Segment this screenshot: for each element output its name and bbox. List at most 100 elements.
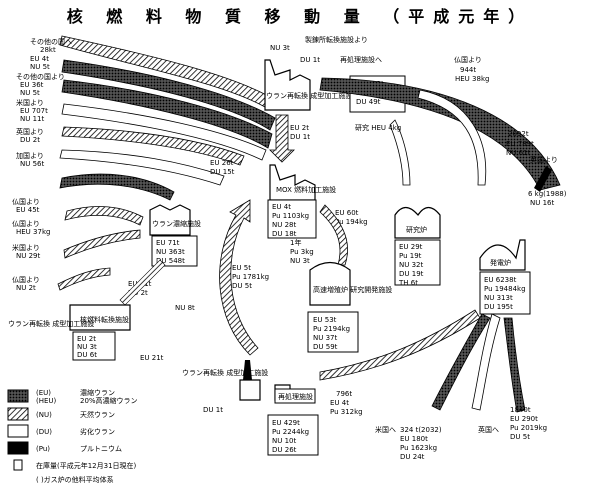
storage-facility: 1年 Pu 3kg NU 3t 高速増殖炉 研究開発施設 EU 53t Pu 2… (290, 204, 392, 353)
box-value: Pu 2194kg (313, 325, 350, 333)
value: Pu 194kg (335, 218, 368, 226)
value: EU 26t (210, 159, 234, 167)
mox-label: MOX 燃料加工施設 (276, 185, 336, 194)
left-import-arrows (57, 35, 276, 291)
box-value: Pu 19484kg (484, 285, 526, 293)
value: 研究 HEU 4kg (355, 123, 401, 132)
value: 1840t (510, 406, 531, 414)
value: 796t (336, 390, 352, 398)
src-label: 仏国より (12, 276, 40, 284)
value: 2092t (508, 130, 529, 138)
src-label: 英国より (16, 127, 44, 136)
label: 英国より (530, 155, 558, 164)
box-value: NU 37t (313, 334, 337, 342)
src-value: EU 36t (20, 81, 44, 89)
value: EU 789t (506, 140, 534, 148)
label: 発電炉 (490, 258, 511, 267)
value: NU 2t (128, 289, 148, 297)
box-value: NU 28t (272, 221, 296, 229)
box-value: EU 429t (272, 419, 300, 427)
value: NU 61t (506, 149, 530, 157)
value: EU 60t (335, 209, 359, 217)
mox-plant: MOX 燃料加工施設 EU 4t Pu 1103kg NU 28t DU 18t… (210, 114, 401, 239)
top-center-plant: NU 3t DU 1t 製錬所転換施設より 再処理施設へ ウラン再転換 成型加工… (264, 35, 382, 111)
label: 核燃料転換施設 (80, 315, 129, 324)
legend-code: (HEU) (36, 397, 57, 405)
value: DU 15t (210, 168, 235, 176)
legend-code: (NU) (36, 411, 52, 419)
value: Pu 312kg (330, 408, 363, 416)
du-label: DU 1t (300, 56, 320, 64)
value: DU 24t (400, 453, 425, 461)
value: EU 2t (290, 124, 309, 132)
box-value: DU 6t (77, 351, 97, 359)
label: 米国へ (375, 425, 396, 434)
box-value: DU 49t (356, 98, 381, 106)
value: EU 5t (232, 264, 251, 272)
src-label: 米国より (16, 98, 44, 107)
box-value: EU 2t (77, 335, 96, 343)
value: EU 290t (510, 415, 538, 423)
legend: (EU) (HEU) 濃縮ウラン 20%高濃縮ウラン (NU) 天然ウラン (D… (7, 388, 138, 484)
box-value: EU 53t (313, 316, 337, 324)
research-reactor: 研究炉 EU 29t Pu 19t NU 32t DU 19t TH 6t (394, 206, 441, 287)
diagram-title: 核 燃 料 物 質 移 動 量 （平成元年） (67, 7, 534, 26)
box-value: DU 59t (313, 343, 338, 351)
src-value: NU 11t (20, 115, 44, 123)
legend-swatch-nu (7, 407, 29, 421)
legend-desc: 20%高濃縮ウラン (80, 396, 138, 405)
label: 再処理施設 (278, 392, 313, 401)
box-value: DU 548t (156, 257, 185, 265)
label: 仏国より (454, 56, 482, 64)
export-arrows (319, 309, 526, 413)
box-value: EU 4t (272, 203, 291, 211)
legend-code: (DU) (36, 428, 52, 436)
value: NU 3t (290, 257, 310, 265)
reprocessing-plant: EU 21t ウラン再転換 成型加工施設 DU 1t 再処理施設 EU 429t… (140, 354, 547, 461)
box-value: Pu 1103kg (272, 212, 309, 220)
to-label: 再処理施設へ (340, 55, 382, 64)
legend-desc: 天然ウラン (80, 410, 115, 419)
box-value: TH 6t (398, 279, 418, 287)
legend-note: 在庫量(平成元年12月31日現在) (36, 461, 137, 470)
value: Pu 3kg (290, 248, 314, 256)
legend-desc: 濃縮ウラン (80, 388, 115, 397)
from-label: 製錬所転換施設より (305, 35, 368, 44)
box-value: NU 313t (484, 294, 513, 302)
power-reactor: 発電炉 EU 6238t Pu 19484kg NU 313t DU 195t (479, 239, 531, 315)
src-value: HEU 37kg (16, 228, 50, 236)
label: 高速増殖炉 研究開発施設 (313, 285, 392, 294)
value: 6 kg(1988) (528, 190, 567, 198)
src-value: EU 45t (16, 206, 40, 214)
value: EU 21t (140, 354, 164, 362)
src-label: その他の国より (16, 72, 65, 81)
box-value: DU 26t (272, 446, 297, 454)
src-value: NU 5t (30, 63, 50, 71)
src-value: EU 707t (20, 107, 48, 115)
box-value: DU 19t (399, 270, 424, 278)
value: NU 16t (530, 199, 554, 207)
legend-note: ( )ガス炉の他料平均体系 (36, 475, 114, 484)
value: EU 4t (330, 399, 349, 407)
left-source-labels: その他の国へ 28kt EU 4t NU 5t その他の国より EU 36t N… (12, 37, 72, 292)
box-value: EU 6238t (484, 276, 517, 284)
value: 324 t(2032) (400, 426, 442, 434)
plant-label: ウラン再転換 成型加工施設 (266, 91, 352, 100)
src-value: DU 2t (20, 136, 40, 144)
value: NU 8t (175, 304, 195, 312)
value: 944t (460, 66, 476, 74)
legend-desc: 劣化ウラン (80, 427, 115, 436)
box-value: NU 3t (77, 343, 97, 351)
legend-swatch-pu (7, 441, 29, 455)
src-value: NU 2t (16, 284, 36, 292)
box-value: NU 363t (156, 248, 185, 256)
value: DU 1t (203, 406, 223, 414)
top-right-flows: EU 612t NU 45t DU 49t 仏国より 944t HEU 38kg… (319, 56, 567, 207)
value: Pu 1623kg (400, 444, 437, 452)
legend-code: (Pu) (36, 445, 50, 453)
label: ウラン濃縮施設 (152, 219, 201, 228)
value: DU 1t (290, 133, 310, 141)
label: 英国へ (478, 425, 499, 434)
legend-desc: プルトニウム (80, 445, 122, 453)
